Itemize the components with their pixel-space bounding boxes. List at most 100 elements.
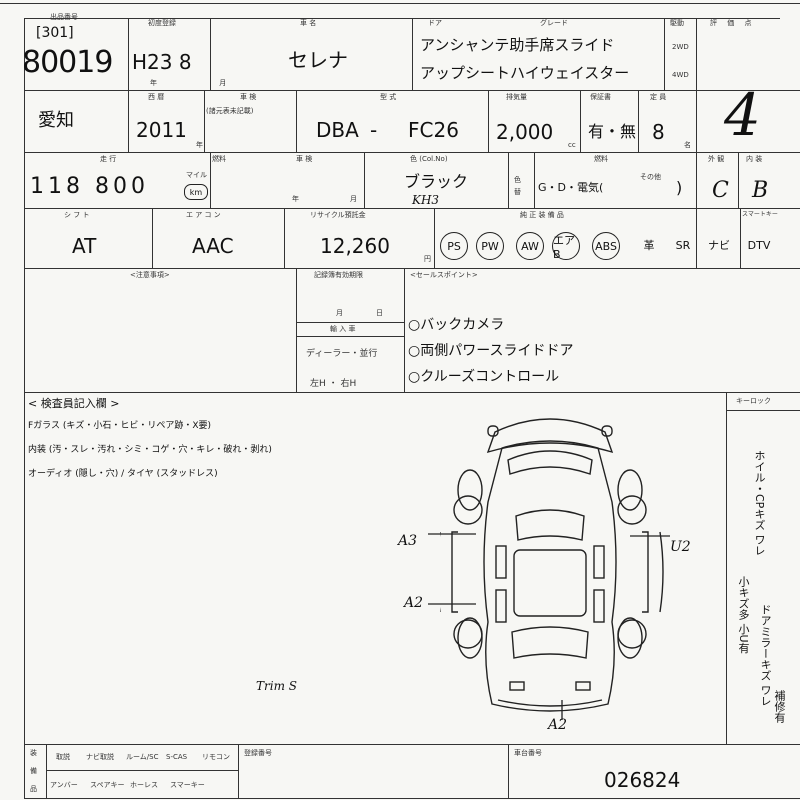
door-label: ドア: [428, 19, 442, 27]
annotation-a2-left: A2: [404, 595, 424, 611]
annotation-u2: U2: [670, 539, 691, 555]
year-label: 西 暦: [148, 93, 165, 101]
equip-sr: SR: [675, 238, 691, 252]
footer-item-scas: S-CAS: [166, 753, 188, 761]
reg-value: H23 8: [132, 50, 192, 74]
reg-number-label: 登録番号: [244, 749, 272, 757]
exterior-label: 外 観: [708, 155, 725, 163]
color-change-label: 色替: [514, 176, 521, 196]
equip-navi: ナビ: [708, 239, 730, 252]
equip-leather: 革: [643, 239, 655, 252]
handle-label: 左H ・ 右H: [310, 379, 357, 389]
displacement-label: 排気量: [506, 93, 527, 101]
model-label: 型 式: [380, 93, 397, 101]
row3-inspection-label: 車 検: [296, 155, 313, 163]
dealer-label: ディーラー・並行: [306, 349, 378, 359]
car-name: セレナ: [288, 48, 348, 72]
exterior-value: C: [712, 178, 729, 203]
annotation-a3: A3: [398, 533, 418, 549]
shift-label: シ フ ト: [64, 211, 90, 219]
mileage-value: 118 800: [30, 174, 149, 199]
ac-label: エ ア コ ン: [186, 211, 221, 219]
lot-label: 出品番号: [50, 13, 78, 21]
equip-ps: PS: [440, 232, 468, 260]
import-label: 輸 入 車: [330, 325, 356, 333]
mileage-label: 走 行: [100, 155, 117, 163]
equip-abs: ABS: [592, 232, 620, 260]
footer-item-room-sc: ルーム/SC: [126, 753, 159, 761]
fuel-type-value: G・D・電気(: [538, 181, 604, 194]
drive-label: 駆動: [670, 19, 684, 27]
sales-label: <セールスポイント>: [410, 271, 478, 279]
record-unit-month: 月: [336, 309, 343, 317]
color-label: 色 (Col.No): [410, 155, 448, 163]
footer-item-spare-key: スペアキー: [90, 781, 125, 789]
displacement-value: 2,000: [496, 120, 554, 144]
chassis-number: 026824: [604, 768, 681, 792]
equip-pw: PW: [476, 232, 504, 260]
recycle-value: 12,260: [320, 234, 390, 258]
side-note-1: ホイル・CPキズ ワレ: [753, 450, 766, 556]
footer-item-keyless: ホーレス: [130, 781, 158, 789]
footer-item-remote: リモコン: [202, 753, 230, 761]
drive-2wd: 2WD: [672, 43, 689, 51]
year-value: 2011: [136, 118, 187, 142]
interior-label: 内 装: [746, 155, 763, 163]
capacity-value: 8: [652, 120, 665, 144]
record-unit-day: 日: [376, 309, 383, 317]
year-unit: 年: [196, 141, 203, 149]
footer-equip-label-1: 装: [30, 749, 37, 757]
mileage-unit-km: km: [184, 184, 208, 200]
fuel-other: その他: [640, 173, 661, 181]
score-value: 4: [724, 81, 761, 149]
warranty-value: 有・無: [588, 122, 637, 141]
inspector-line-2: 内装 (汚・スレ・汚れ・シミ・コゲ・穴・キレ・破れ・剥れ): [28, 445, 272, 455]
sales-point-1: ○バックカメラ: [408, 317, 505, 333]
side-note-3: 小キズ多 小U有: [737, 576, 750, 654]
side-note-2: ドアミラーキズ ワレ: [759, 604, 772, 707]
inspector-line-3: オーディオ (隠し・穴) / タイヤ (スタッドレス): [28, 469, 218, 479]
warranty-label: 保証書: [590, 93, 611, 101]
footer-item-smart-key: スマーキー: [170, 781, 205, 789]
model-prefix: DBA: [316, 118, 359, 142]
grade-line-1: アンシャンテ助手席スライド: [420, 36, 615, 54]
inspector-title: < 検査員記入欄 >: [28, 397, 120, 410]
footer-item-navi-manual: ナビ取説: [86, 753, 114, 761]
grade-line-2: アップシートハイウェイスター: [420, 64, 630, 82]
shift-value: AT: [72, 234, 97, 258]
inspection-unit-month: 月: [350, 195, 357, 203]
annotation-a2-bottom: A2: [548, 717, 568, 733]
reg-label: 初度登録: [148, 19, 176, 27]
model-dash: -: [370, 118, 378, 142]
displacement-unit: cc: [568, 141, 576, 149]
equip-aw: AW: [516, 232, 544, 260]
model-code: FC26: [408, 118, 459, 142]
equip-airbag: エアB: [552, 232, 580, 261]
footer-equip-label-2: 備: [30, 767, 37, 775]
capacity-unit: 名: [684, 141, 691, 149]
inspection-note: (諸元表未記載): [206, 107, 254, 115]
equip-dtv: DTV: [747, 238, 771, 252]
fuel-label: 燃料: [212, 155, 226, 163]
color-value: ブラック: [404, 172, 469, 191]
grade-label: グレード: [540, 19, 568, 27]
fuel-type-label: 燃料: [594, 155, 608, 163]
score-label: 評 価 点: [710, 19, 756, 27]
fuel-close: ): [676, 178, 683, 197]
reg-sub: 年 月: [150, 79, 257, 87]
drive-4wd: 4WD: [672, 71, 689, 79]
footer-item-manual: 取説: [56, 753, 70, 761]
side-note-4: 補修有: [773, 690, 786, 723]
equipment-label: 純 正 装 備 品: [520, 211, 564, 219]
inspection-unit-year: 年: [292, 195, 299, 203]
car-name-label: 車 名: [300, 19, 317, 27]
lot-prefix: [301]: [36, 25, 74, 41]
ac-value: AAC: [192, 234, 234, 258]
recycle-label: リサイクル預託金: [310, 211, 366, 219]
caution-label: <注意事項>: [130, 271, 170, 279]
sales-point-3: ○クルーズコントロール: [408, 369, 560, 385]
footer-item-amber: アンバー: [50, 781, 78, 789]
lot-number: 80019: [22, 45, 113, 80]
record-label: 記録簿有効期限: [314, 271, 363, 279]
interior-value: B: [752, 178, 769, 203]
